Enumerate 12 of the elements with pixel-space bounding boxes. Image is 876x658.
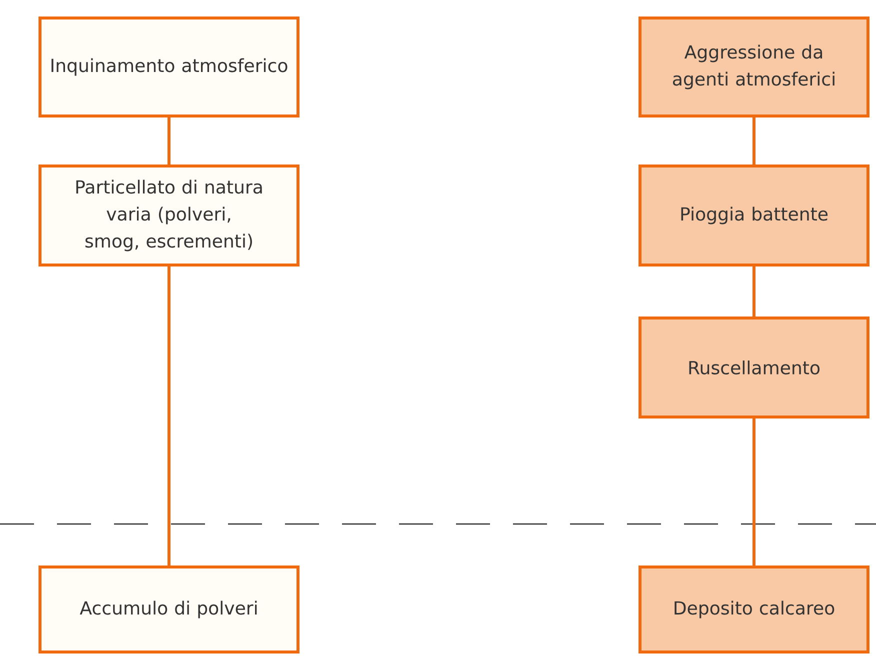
process-box: Accumulo di polveri — [38, 566, 300, 654]
process-box: Ruscellamento — [638, 316, 870, 418]
connector-line — [752, 418, 756, 566]
connector-line — [168, 118, 170, 164]
process-box: Inquinamento atmosferico — [38, 16, 300, 118]
process-box: Deposito calcareo — [638, 566, 870, 654]
process-box: Particellato di natura varia (polveri, smog, escrementi) — [38, 164, 300, 266]
connector-line — [752, 118, 756, 164]
connector-line — [752, 266, 756, 316]
process-box: Pioggia battente — [638, 164, 870, 266]
connector-line — [168, 266, 170, 566]
process-box: Aggressione da agenti atmosferici — [638, 16, 870, 118]
